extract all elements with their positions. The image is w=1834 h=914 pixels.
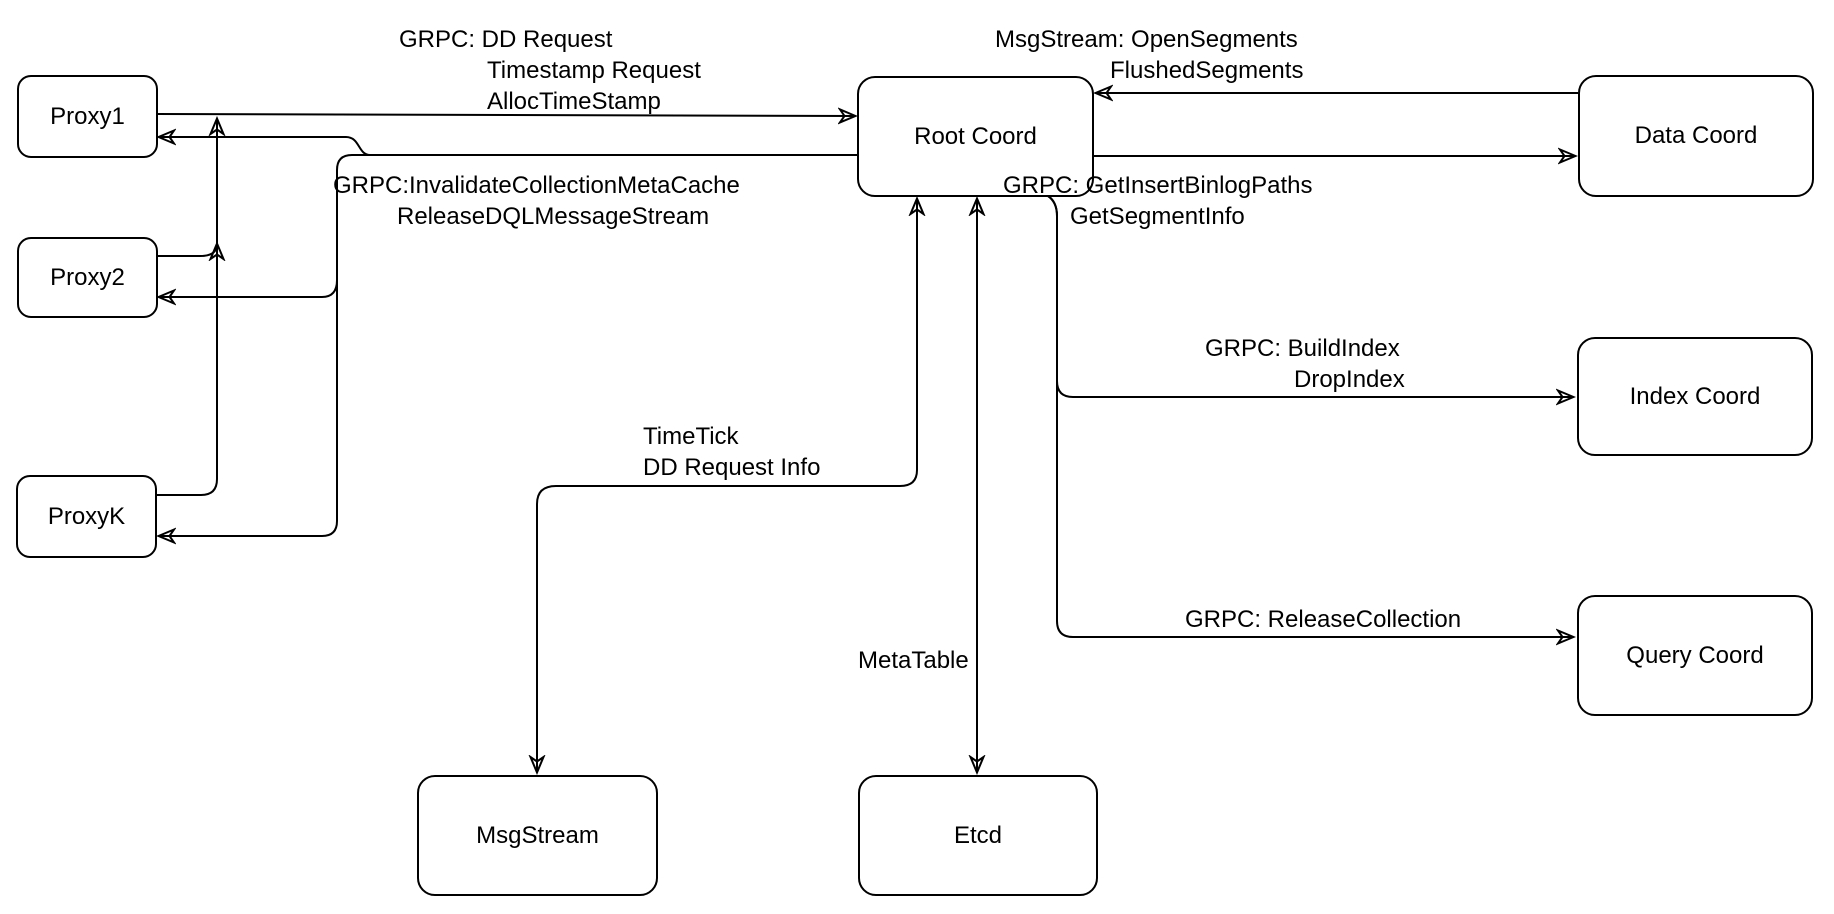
node-datacoord: Data Coord	[1578, 75, 1814, 197]
edge-rootcoord-to-querycoord	[1047, 195, 1573, 637]
node-proxy2: Proxy2	[17, 237, 158, 318]
edge-label-line: MetaTable	[858, 647, 969, 674]
node-indexcoord: Index Coord	[1577, 337, 1813, 456]
edge-label-invalidate-cache: GRPC:InvalidateCollectionMetaCache Relea…	[333, 170, 740, 232]
edge-proxyk-to-rootcoord-trunk	[157, 119, 217, 496]
node-proxy2-label: Proxy2	[50, 263, 125, 291]
edge-rootcoord-to-indexcoord	[1047, 195, 1573, 397]
edge-label-line: MsgStream: OpenSegments	[995, 26, 1298, 53]
edge-label-build-index: GRPC: BuildIndex DropIndex	[1205, 333, 1405, 395]
node-rootcoord: Root Coord	[857, 76, 1094, 197]
edge-label-line: GRPC: DD Request	[399, 26, 613, 53]
edge-label-line: GRPC: GetInsertBinlogPaths	[1003, 172, 1313, 199]
edge-label-line: GetSegmentInfo	[1070, 203, 1245, 230]
edge-proxy1-to-rootcoord	[156, 114, 855, 116]
node-etcd: Etcd	[858, 775, 1098, 896]
node-querycoord-label: Query Coord	[1626, 641, 1764, 669]
edge-label-line: GRPC: ReleaseCollection	[1185, 606, 1462, 633]
node-msgstream: MsgStream	[417, 775, 658, 896]
node-proxyk-label: ProxyK	[47, 502, 126, 530]
edge-label-line: DD Request Info	[643, 454, 821, 481]
node-proxyk: ProxyK	[16, 475, 157, 558]
node-rootcoord-label: Root Coord	[914, 122, 1037, 150]
node-querycoord: Query Coord	[1577, 595, 1813, 716]
edge-label-line: DropIndex	[1294, 366, 1405, 393]
edge-label-line: ReleaseDQLMessageStream	[397, 203, 710, 230]
edge-rootcoord-to-proxy2	[159, 279, 338, 297]
edge-rootcoord-to-proxyk	[159, 154, 857, 536]
node-indexcoord-label: Index Coord	[1629, 382, 1761, 410]
edge-label-timetick: TimeTick DD Request Info	[643, 421, 820, 483]
edge-label-line: FlushedSegments	[1110, 57, 1304, 84]
node-msgstream-label: MsgStream	[476, 821, 599, 849]
node-datacoord-label: Data Coord	[1634, 122, 1758, 149]
edge-label-release-collection: GRPC: ReleaseCollection	[1185, 604, 1461, 635]
edge-label-open-segments: MsgStream: OpenSegments FlushedSegments	[995, 24, 1303, 86]
edge-proxy2-merge-up	[157, 244, 217, 256]
edge-rootcoord-msgstream	[537, 199, 917, 772]
edge-label-line: AllocTimeStamp	[487, 88, 661, 115]
node-etcd-label: Etcd	[953, 821, 1003, 849]
edge-label-dd-request: GRPC: DD Request Timestamp Request Alloc…	[399, 24, 701, 117]
node-proxy1-label: Proxy1	[50, 102, 125, 130]
edge-label-line: GRPC:InvalidateCollectionMetaCache	[333, 172, 740, 199]
edge-label-line: Timestamp Request	[487, 57, 701, 84]
node-proxy1: Proxy1	[17, 75, 158, 158]
edge-label-line: GRPC: BuildIndex	[1205, 335, 1400, 362]
edge-rootcoord-to-proxy1	[159, 137, 857, 156]
edge-label-metatable: MetaTable	[858, 645, 969, 676]
edge-label-binlog-paths: GRPC: GetInsertBinlogPaths GetSegmentInf…	[1003, 170, 1312, 232]
edge-label-line: TimeTick	[643, 423, 739, 450]
